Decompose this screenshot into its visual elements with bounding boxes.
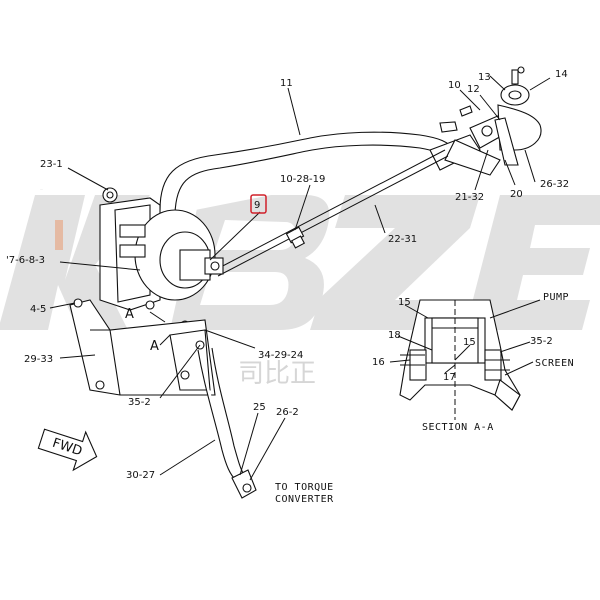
- callout-4-5: 4-5: [30, 304, 46, 315]
- callout-30-27: 30-27: [126, 470, 155, 481]
- callout-21-32: 21-32: [455, 192, 484, 203]
- callout-25: 25: [253, 402, 266, 413]
- fitting-cluster: [429, 66, 542, 176]
- callout-7-6-8-3: '7-6-8-3: [6, 255, 45, 266]
- section-marker-a-lower: A: [150, 339, 159, 354]
- section-callout-18: 18: [388, 330, 401, 341]
- section-callout-15b: 15: [463, 337, 476, 348]
- callout-11: 11: [280, 78, 293, 89]
- section-callout-35-2: 35-2: [530, 336, 553, 347]
- to-torque-line1: TO TORQUE: [275, 482, 334, 493]
- callout-labels: 11 10 13 12 14 23-1 10-28-19 9 21-32 20 …: [6, 69, 569, 481]
- to-torque-line2: CONVERTER: [275, 494, 334, 505]
- callout-10-28-19: 10-28-19: [280, 174, 325, 185]
- hose-11: [159, 131, 456, 215]
- pump-assembly: [99, 187, 224, 330]
- hose-30-27: [197, 347, 257, 499]
- callout-29-33: 29-33: [24, 354, 53, 365]
- section-screen-label: SCREEN: [535, 358, 574, 369]
- leader-lines: [49, 75, 551, 481]
- to-torque-converter-note: TO TORQUE CONVERTER: [275, 482, 334, 505]
- section-callout-17: 17: [443, 372, 456, 383]
- callout-35-2: 35-2: [128, 397, 151, 408]
- section-title: SECTION A-A: [422, 422, 494, 433]
- section-callout-15a: 15: [398, 297, 411, 308]
- callout-14: 14: [555, 69, 568, 80]
- callout-23-1: 23-1: [40, 159, 63, 170]
- callout-9-highlight: [250, 194, 267, 214]
- section-labels: PUMP 15 15 18 16 17 35-2 SCREEN SECTION …: [372, 292, 574, 433]
- watermark-subtext: 司比正: [238, 359, 316, 389]
- callout-26-2: 26-2: [276, 407, 299, 418]
- callout-12: 12: [467, 84, 480, 95]
- section-callout-16: 16: [372, 357, 385, 368]
- section-marker-a-upper: A: [125, 307, 134, 322]
- callout-26-32: 26-32: [540, 179, 569, 190]
- callout-22-31: 22-31: [388, 234, 417, 245]
- callout-10: 10: [448, 80, 461, 91]
- callout-13: 13: [478, 72, 491, 83]
- callout-34-29-24: 34-29-24: [258, 350, 303, 361]
- callout-20: 20: [510, 189, 523, 200]
- callout-9: 9: [254, 200, 260, 211]
- section-pump-label: PUMP: [543, 292, 569, 303]
- watermark-text: KBZE: [40, 189, 43, 191]
- tube-22-31: [214, 149, 449, 277]
- fwd-arrow: FWD: [37, 428, 98, 472]
